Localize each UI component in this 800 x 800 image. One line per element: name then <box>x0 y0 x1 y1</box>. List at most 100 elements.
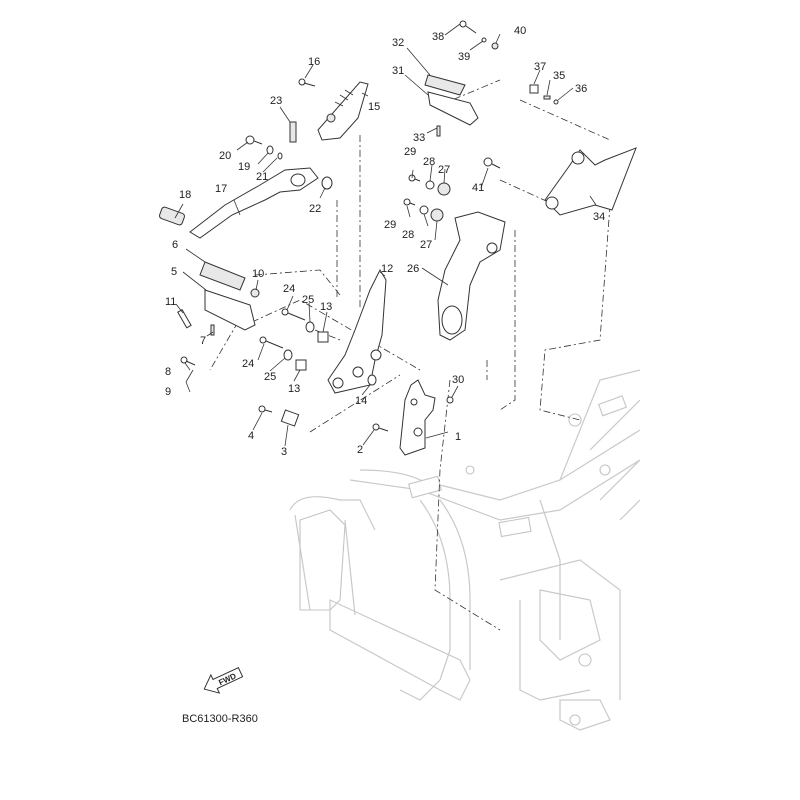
callout-labels: 1 2 3 4 5 6 7 8 9 10 11 12 13 13 14 15 1… <box>165 25 605 458</box>
part-24-bolt-lower[interactable] <box>259 336 284 349</box>
callout-5: 5 <box>171 266 177 278</box>
part-32-footrest-rubber[interactable] <box>424 74 466 96</box>
callout-4: 4 <box>248 430 254 442</box>
part-7-screw[interactable] <box>210 324 215 336</box>
callout-34: 34 <box>593 211 605 223</box>
part-16-screw[interactable] <box>298 78 316 87</box>
callout-27-upper: 27 <box>438 164 450 176</box>
part-26-bracket[interactable] <box>437 211 506 341</box>
part-27-damper-upper[interactable] <box>437 182 451 196</box>
part-15-heel-guard[interactable] <box>317 81 369 141</box>
part-3-stand-switch[interactable] <box>280 409 300 427</box>
part-37-clip[interactable] <box>529 84 539 94</box>
part-19-washer[interactable] <box>266 145 274 155</box>
callout-28-lower: 28 <box>402 229 414 241</box>
part-25-washer-upper[interactable] <box>305 321 315 333</box>
callout-25-upper: 25 <box>302 294 314 306</box>
callout-33: 33 <box>413 132 425 144</box>
callout-15: 15 <box>368 101 380 113</box>
motorcycle-frame <box>289 369 641 731</box>
callout-22: 22 <box>309 203 321 215</box>
fwd-label: FWD <box>217 671 238 687</box>
part-25-washer-lower[interactable] <box>283 349 293 361</box>
part-13-collar-lower[interactable] <box>295 359 307 371</box>
leader-lines <box>174 23 597 447</box>
callout-26: 26 <box>407 263 419 275</box>
part-14-collar[interactable] <box>367 374 377 386</box>
part-2-bolt[interactable] <box>372 423 389 432</box>
callout-1: 1 <box>455 431 461 443</box>
callout-23: 23 <box>270 95 282 107</box>
callout-32: 32 <box>392 37 404 49</box>
part-33-screw[interactable] <box>436 125 441 137</box>
callout-28-upper: 28 <box>423 156 435 168</box>
callout-8: 8 <box>165 366 171 378</box>
callout-6: 6 <box>172 239 178 251</box>
part-8-pin[interactable] <box>180 356 196 366</box>
part-6-footrest-rubber[interactable] <box>199 261 246 291</box>
callout-25-lower: 25 <box>264 371 276 383</box>
callout-24-lower: 24 <box>242 358 254 370</box>
callout-40: 40 <box>514 25 526 37</box>
part-18-pedal-rubber[interactable] <box>159 206 186 226</box>
part-41-bolt[interactable] <box>483 157 501 169</box>
part-10-spring[interactable] <box>250 288 260 298</box>
callout-27-lower: 27 <box>420 239 432 251</box>
part-40-nut[interactable] <box>491 42 499 50</box>
part-36-ball[interactable] <box>553 99 559 105</box>
part-30-bolt[interactable] <box>446 396 454 404</box>
callout-41: 41 <box>472 182 484 194</box>
callout-31: 31 <box>392 65 404 77</box>
part-9-cotter-pin[interactable] <box>185 369 194 383</box>
part-28-collar-upper[interactable] <box>425 180 435 190</box>
part-23-spring[interactable] <box>289 121 297 143</box>
part-4-bolt[interactable] <box>258 405 273 413</box>
part-34-rear-bracket[interactable] <box>544 147 637 216</box>
callout-29-upper: 29 <box>404 146 416 158</box>
part-27-damper-lower[interactable] <box>430 208 444 222</box>
part-11-pin[interactable] <box>177 309 192 329</box>
callout-2: 2 <box>357 444 363 456</box>
callout-13-upper: 13 <box>320 301 332 313</box>
part-1-bracket-plate[interactable] <box>399 379 436 456</box>
callout-14: 14 <box>355 395 367 407</box>
part-38-bolt[interactable] <box>459 20 477 34</box>
callout-38: 38 <box>432 31 444 43</box>
part-22-washer[interactable] <box>321 176 333 190</box>
callout-3: 3 <box>281 446 287 458</box>
part-17-brake-pedal[interactable] <box>189 167 319 239</box>
callout-24-upper: 24 <box>283 283 295 295</box>
callout-9: 9 <box>165 386 171 398</box>
callout-19: 19 <box>238 161 250 173</box>
callout-21: 21 <box>256 171 268 183</box>
callout-35: 35 <box>553 70 565 82</box>
callout-17: 17 <box>215 183 227 195</box>
callout-16: 16 <box>308 56 320 68</box>
callout-39: 39 <box>458 51 470 63</box>
callout-36: 36 <box>575 83 587 95</box>
callout-20: 20 <box>219 150 231 162</box>
alignment-lines <box>209 79 611 631</box>
callout-29-lower: 29 <box>384 219 396 231</box>
part-31-footrest[interactable] <box>427 91 479 126</box>
part-13-collar-upper[interactable] <box>317 331 329 343</box>
callout-10: 10 <box>252 268 264 280</box>
part-24-bolt-upper[interactable] <box>281 308 306 321</box>
reference-code: BC61300-R360 <box>182 713 258 725</box>
part-21-washer[interactable] <box>277 152 283 160</box>
callout-13-lower: 13 <box>288 383 300 395</box>
part-35-spring[interactable] <box>543 95 551 100</box>
part-12-footrest-bracket[interactable] <box>327 268 387 394</box>
callout-11: 11 <box>165 296 176 308</box>
part-29-bolt-upper[interactable] <box>408 174 421 182</box>
fwd-arrow-icon: FWD <box>203 666 244 694</box>
part-28-collar-lower[interactable] <box>419 205 429 215</box>
part-20-bolt[interactable] <box>245 135 263 145</box>
part-5-footrest[interactable] <box>204 289 256 331</box>
callout-18: 18 <box>179 189 191 201</box>
callout-12: 12 <box>381 263 393 275</box>
part-29-bolt-lower[interactable] <box>403 198 416 206</box>
callout-7: 7 <box>200 335 206 347</box>
